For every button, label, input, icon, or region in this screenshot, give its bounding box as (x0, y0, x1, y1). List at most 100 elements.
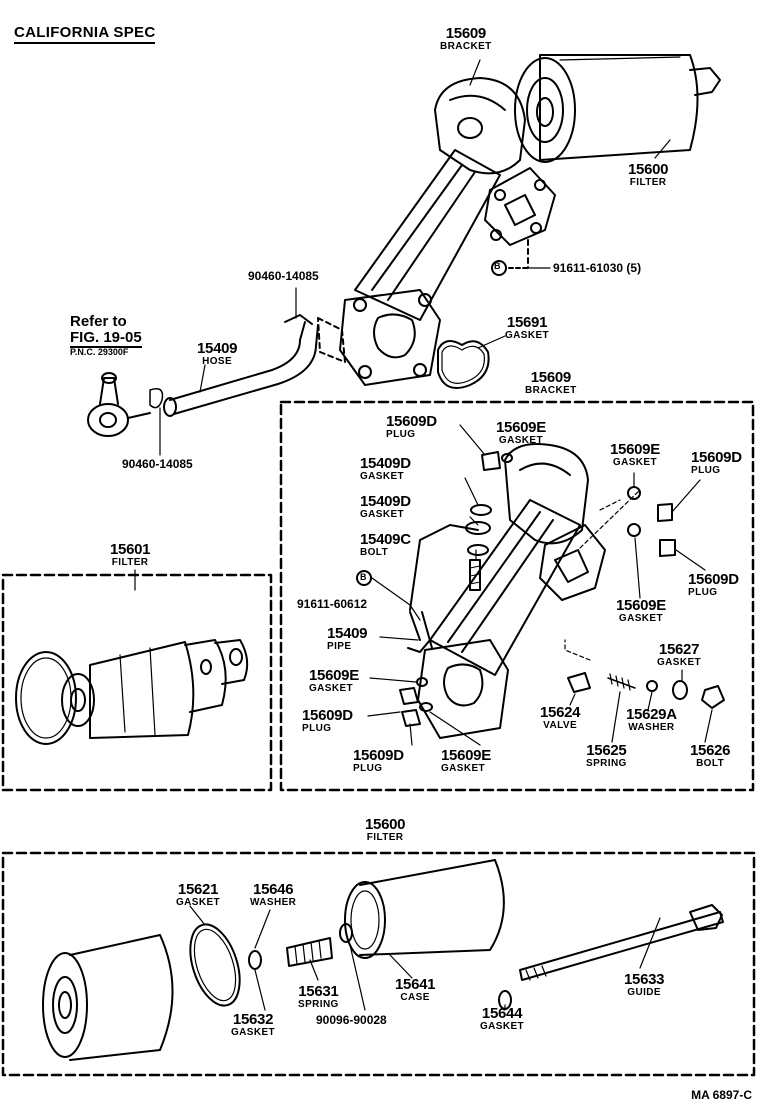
callout-number: 15409 (197, 340, 238, 357)
callout-name: CASE (400, 992, 430, 1003)
circled-b-icon: B (494, 261, 501, 271)
callout-bolt-15626: 15626 BOLT (690, 742, 731, 769)
callout-gasket-b: 15609E GASKET (309, 668, 359, 694)
callout-case-15641: 15641 CASE (395, 976, 436, 1003)
callout-name: GASKET (505, 330, 550, 341)
callout-gasket-15691: 15691 GASKET (505, 315, 549, 341)
callout-filter-top: 15600 FILTER (628, 161, 669, 188)
callout-number: 15624 (540, 704, 581, 721)
callout-part-90096: 90096-90028 (316, 1013, 387, 1027)
callout-name: BOLT (696, 758, 725, 769)
callout-number: 15609D (353, 747, 404, 764)
callout-name: GUIDE (627, 987, 661, 998)
callout-number: 15600 (628, 161, 669, 178)
callout-number: 15625 (586, 742, 627, 759)
callout-number: 15609E (309, 667, 359, 684)
callout-name: VALVE (543, 720, 578, 731)
callout-number: 15609E (441, 747, 491, 764)
circled-b-icon: B (360, 572, 367, 582)
reference-line-3: P.N.C. 29300F (70, 346, 129, 357)
callout-name: PLUG (688, 587, 718, 598)
callout-name: HOSE (202, 356, 233, 367)
callout-name: GASKET (480, 1021, 525, 1032)
callout-washer-15629a: 15629A WASHER (626, 707, 677, 733)
callout-name: WASHER (250, 897, 297, 908)
callout-name: PLUG (353, 763, 383, 774)
leader-lines-mid (367, 424, 713, 746)
callout-number: 15409C (360, 531, 411, 548)
callout-plug-c: 15609D PLUG (353, 748, 404, 774)
callout-number: 15626 (690, 742, 731, 759)
callout-number: 15601 (110, 541, 151, 558)
callout-name: PLUG (386, 429, 416, 440)
callout-name: WASHER (628, 722, 675, 733)
callout-bracket-mid: 15609 BRACKET (525, 370, 577, 396)
callout-name: SPRING (586, 758, 627, 769)
callout-gasket-d: 15609E GASKET (610, 442, 660, 468)
callout-guide-15633: 15633 GUIDE (624, 971, 665, 998)
callout-spring-15625: 15625 SPRING (586, 743, 627, 769)
callout-number: 15644 (481, 1005, 523, 1022)
figure-code: MA 6897-C (691, 1088, 752, 1102)
callout-plug-e: 15609D PLUG (688, 572, 739, 598)
callout-bolt-91611: 91611-61030 (5) (553, 261, 642, 275)
callout-number: 15609D (691, 449, 742, 466)
callout-number: 15631 (298, 983, 339, 1000)
callout-number: 15629A (626, 706, 677, 723)
banjo-fitting-icon (87, 372, 164, 437)
filter-canister-top (514, 54, 721, 163)
filter-15601-drawing (15, 639, 249, 745)
callout-gasket-15409d-2: 15409D GASKET (360, 494, 411, 520)
leader-lines-bottom (189, 905, 661, 1011)
callout-number: 15609E (610, 441, 660, 458)
callout-number: 15409D (360, 455, 411, 472)
callout-plug-b: 15609D PLUG (302, 708, 353, 734)
callout-washer-15646: 15646 WASHER (250, 882, 296, 908)
callout-number: 15646 (253, 881, 294, 898)
callout-spring-15631: 15631 SPRING (298, 984, 339, 1010)
callout-bolt-91611-60612: 91611-60612 (297, 597, 368, 611)
callout-gasket-a: 15609E GASKET (496, 420, 546, 446)
callout-gasket-15627: 15627 GASKET (657, 642, 701, 668)
gasket-15691-icon (437, 340, 490, 389)
callout-gasket-15644: 15644 GASKET (480, 1006, 524, 1032)
callout-name: PIPE (327, 641, 352, 652)
callout-pipe-15409: 15409 PIPE (327, 625, 368, 652)
dashed-box-bracket-detail (279, 400, 755, 792)
dashed-box-filter-15601 (1, 573, 273, 792)
callout-plug-a: 15609D PLUG (386, 414, 437, 440)
dashed-box-filter-15600 (1, 851, 756, 1077)
callout-name: GASKET (360, 471, 405, 482)
callout-name: SPRING (298, 999, 339, 1010)
callout-name: PLUG (691, 465, 721, 476)
callout-hose-15409: 15409 HOSE (197, 340, 238, 367)
callout-number: 15609 (530, 369, 572, 386)
callout-name: FILTER (629, 177, 667, 188)
callout-number: 15621 (177, 881, 219, 898)
callout-number: 15632 (232, 1011, 274, 1028)
callout-number: 15691 (506, 314, 548, 331)
small-parts-detail (356, 451, 725, 727)
reference-line-2: FIG. 19-05 (70, 328, 142, 348)
callout-name: GASKET (360, 509, 405, 520)
callout-gasket-15632: 15632 GASKET (231, 1012, 275, 1038)
callout-number: 15600 (365, 816, 406, 833)
callout-name: GASKET (657, 657, 702, 668)
filter-15600-exploded-drawing (42, 859, 724, 1061)
callout-gasket-15621: 15621 GASKET (176, 882, 220, 908)
callout-gasket-e: 15609E GASKET (616, 598, 666, 624)
callout-name: GASKET (498, 435, 543, 446)
callout-name: FILTER (111, 557, 149, 568)
callout-number: 15633 (624, 971, 665, 988)
callout-number: 15641 (395, 976, 436, 993)
callout-valve-15624: 15624 VALVE (540, 704, 581, 731)
callout-plug-d: 15609D PLUG (691, 450, 742, 476)
callout-number: 15409 (327, 625, 368, 642)
callout-gasket-15409d-1: 15409D GASKET (360, 456, 411, 482)
callout-name: GASKET (441, 763, 486, 774)
callout-name: GASKET (176, 897, 221, 908)
callout-name: GASKET (618, 613, 663, 624)
reference-line-1: Refer to (70, 313, 127, 330)
callout-number: 15627 (658, 641, 700, 658)
